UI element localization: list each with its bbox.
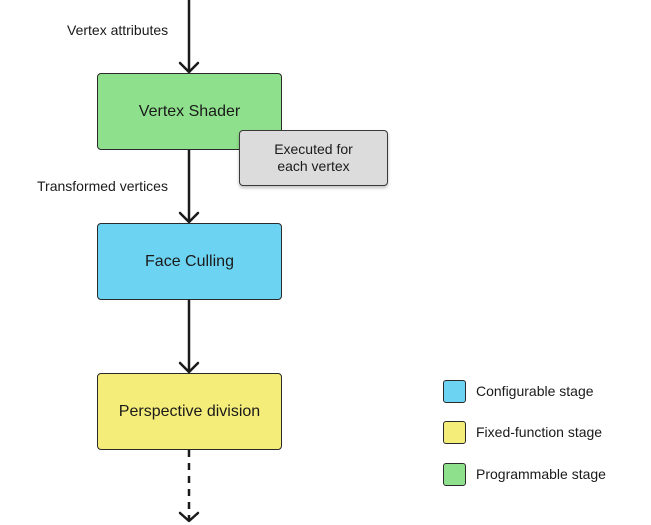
- legend-swatch-fixed-function: [443, 420, 466, 444]
- arrow-transformed-vertices: [178, 150, 200, 224]
- edge-label-transformed-vertices: Transformed vertices: [37, 178, 168, 194]
- legend-label-programmable: Programmable stage: [476, 466, 606, 482]
- legend-swatch-programmable: [443, 462, 466, 486]
- stage-label-face-culling: Face Culling: [145, 252, 234, 270]
- arrow-vertex-attributes: [178, 0, 200, 74]
- stage-face-culling: Face Culling: [97, 223, 282, 300]
- legend-label-fixed-function: Fixed-function stage: [476, 424, 603, 440]
- stage-perspective-division: Perspective division: [97, 373, 282, 450]
- stage-label-vertex-shader: Vertex Shader: [138, 102, 241, 120]
- note-executed-per-vertex: Executed for each vertex: [239, 130, 388, 186]
- arrow-continues-dashed: [178, 450, 200, 523]
- note-line-1: Executed for: [274, 141, 353, 157]
- stage-label-perspective-division: Perspective division: [118, 402, 261, 420]
- legend-label-configurable: Configurable stage: [476, 383, 594, 399]
- legend-item-fixed-function: Fixed-function stage: [443, 420, 602, 444]
- legend-item-programmable: Programmable stage: [443, 462, 606, 486]
- note-line-2: each vertex: [277, 158, 350, 174]
- legend-item-configurable: Configurable stage: [443, 379, 594, 403]
- legend-swatch-configurable: [443, 379, 466, 403]
- edge-label-vertex-attributes: Vertex attributes: [67, 22, 169, 38]
- arrow-face-to-perspective: [178, 300, 200, 374]
